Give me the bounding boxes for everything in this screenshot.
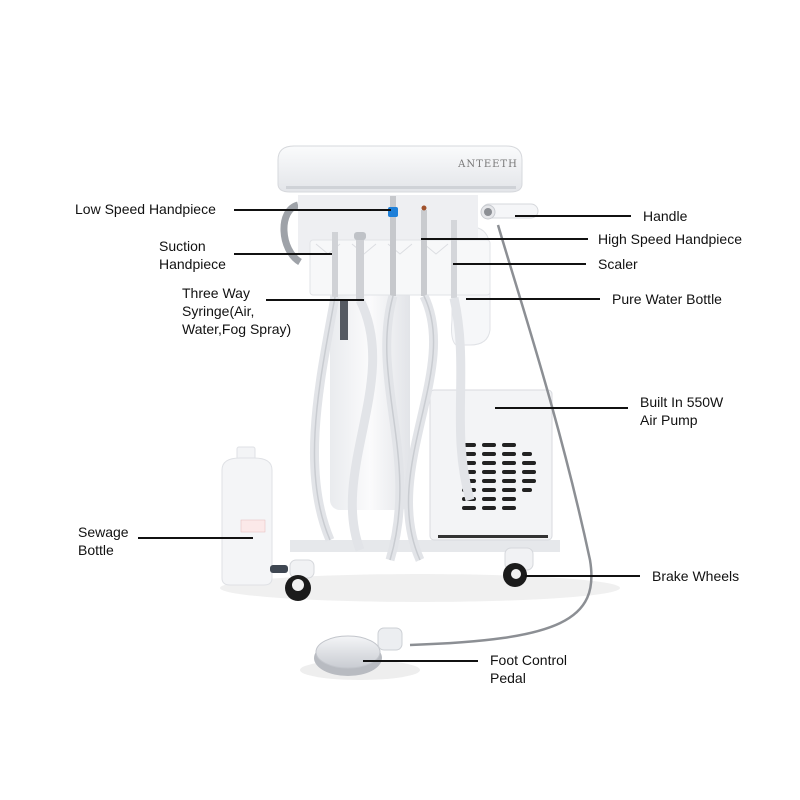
hose-loop: [280, 201, 303, 265]
brake-wheel-left: [270, 559, 315, 601]
three-way-syringe: [356, 236, 364, 301]
label-low-speed-handpiece: Low Speed Handpiece: [75, 201, 216, 217]
leader-brake-wheels: [525, 575, 640, 577]
instrument-holder: [309, 239, 491, 296]
high-speed-handpiece: [421, 210, 427, 296]
leader-sewage-bottle: [138, 537, 253, 539]
brand-logo: ANTEETH: [457, 159, 518, 170]
label-brake-wheels: Brake Wheels: [652, 568, 740, 584]
leader-suction-handpiece: [234, 253, 332, 255]
leader-foot-pedal: [363, 660, 478, 662]
suction-handpiece: [332, 232, 338, 297]
leader-pure-water-bottle: [466, 298, 600, 300]
leader-handle: [515, 215, 631, 217]
label-three-way-syringe: Three Way Syringe(Air, Water,Fog Spray): [182, 285, 292, 337]
scaler: [451, 220, 457, 298]
brake-wheel-right: [503, 547, 534, 587]
leader-scaler: [453, 263, 586, 265]
leader-air-pump: [495, 407, 628, 409]
label-handle: Handle: [643, 208, 688, 224]
label-high-speed-handpiece: High Speed Handpiece: [598, 231, 742, 247]
leader-low-speed-handpiece: [234, 209, 391, 211]
top-tray: [277, 145, 523, 193]
low-speed-handpiece: [390, 196, 396, 296]
label-sewage-bottle: Sewage Bottle: [78, 524, 129, 558]
pedal-cable: [409, 224, 593, 647]
label-pure-water-bottle: Pure Water Bottle: [612, 291, 722, 307]
label-suction-handpiece: Suction Handpiece: [159, 238, 226, 272]
label-foot-pedal: Foot Control Pedal: [490, 652, 568, 686]
label-air-pump: Built In 550W Air Pump: [640, 394, 724, 428]
leader-high-speed-handpiece: [421, 238, 588, 240]
leader-three-way-syringe: [266, 299, 364, 301]
label-scaler: Scaler: [598, 256, 638, 272]
